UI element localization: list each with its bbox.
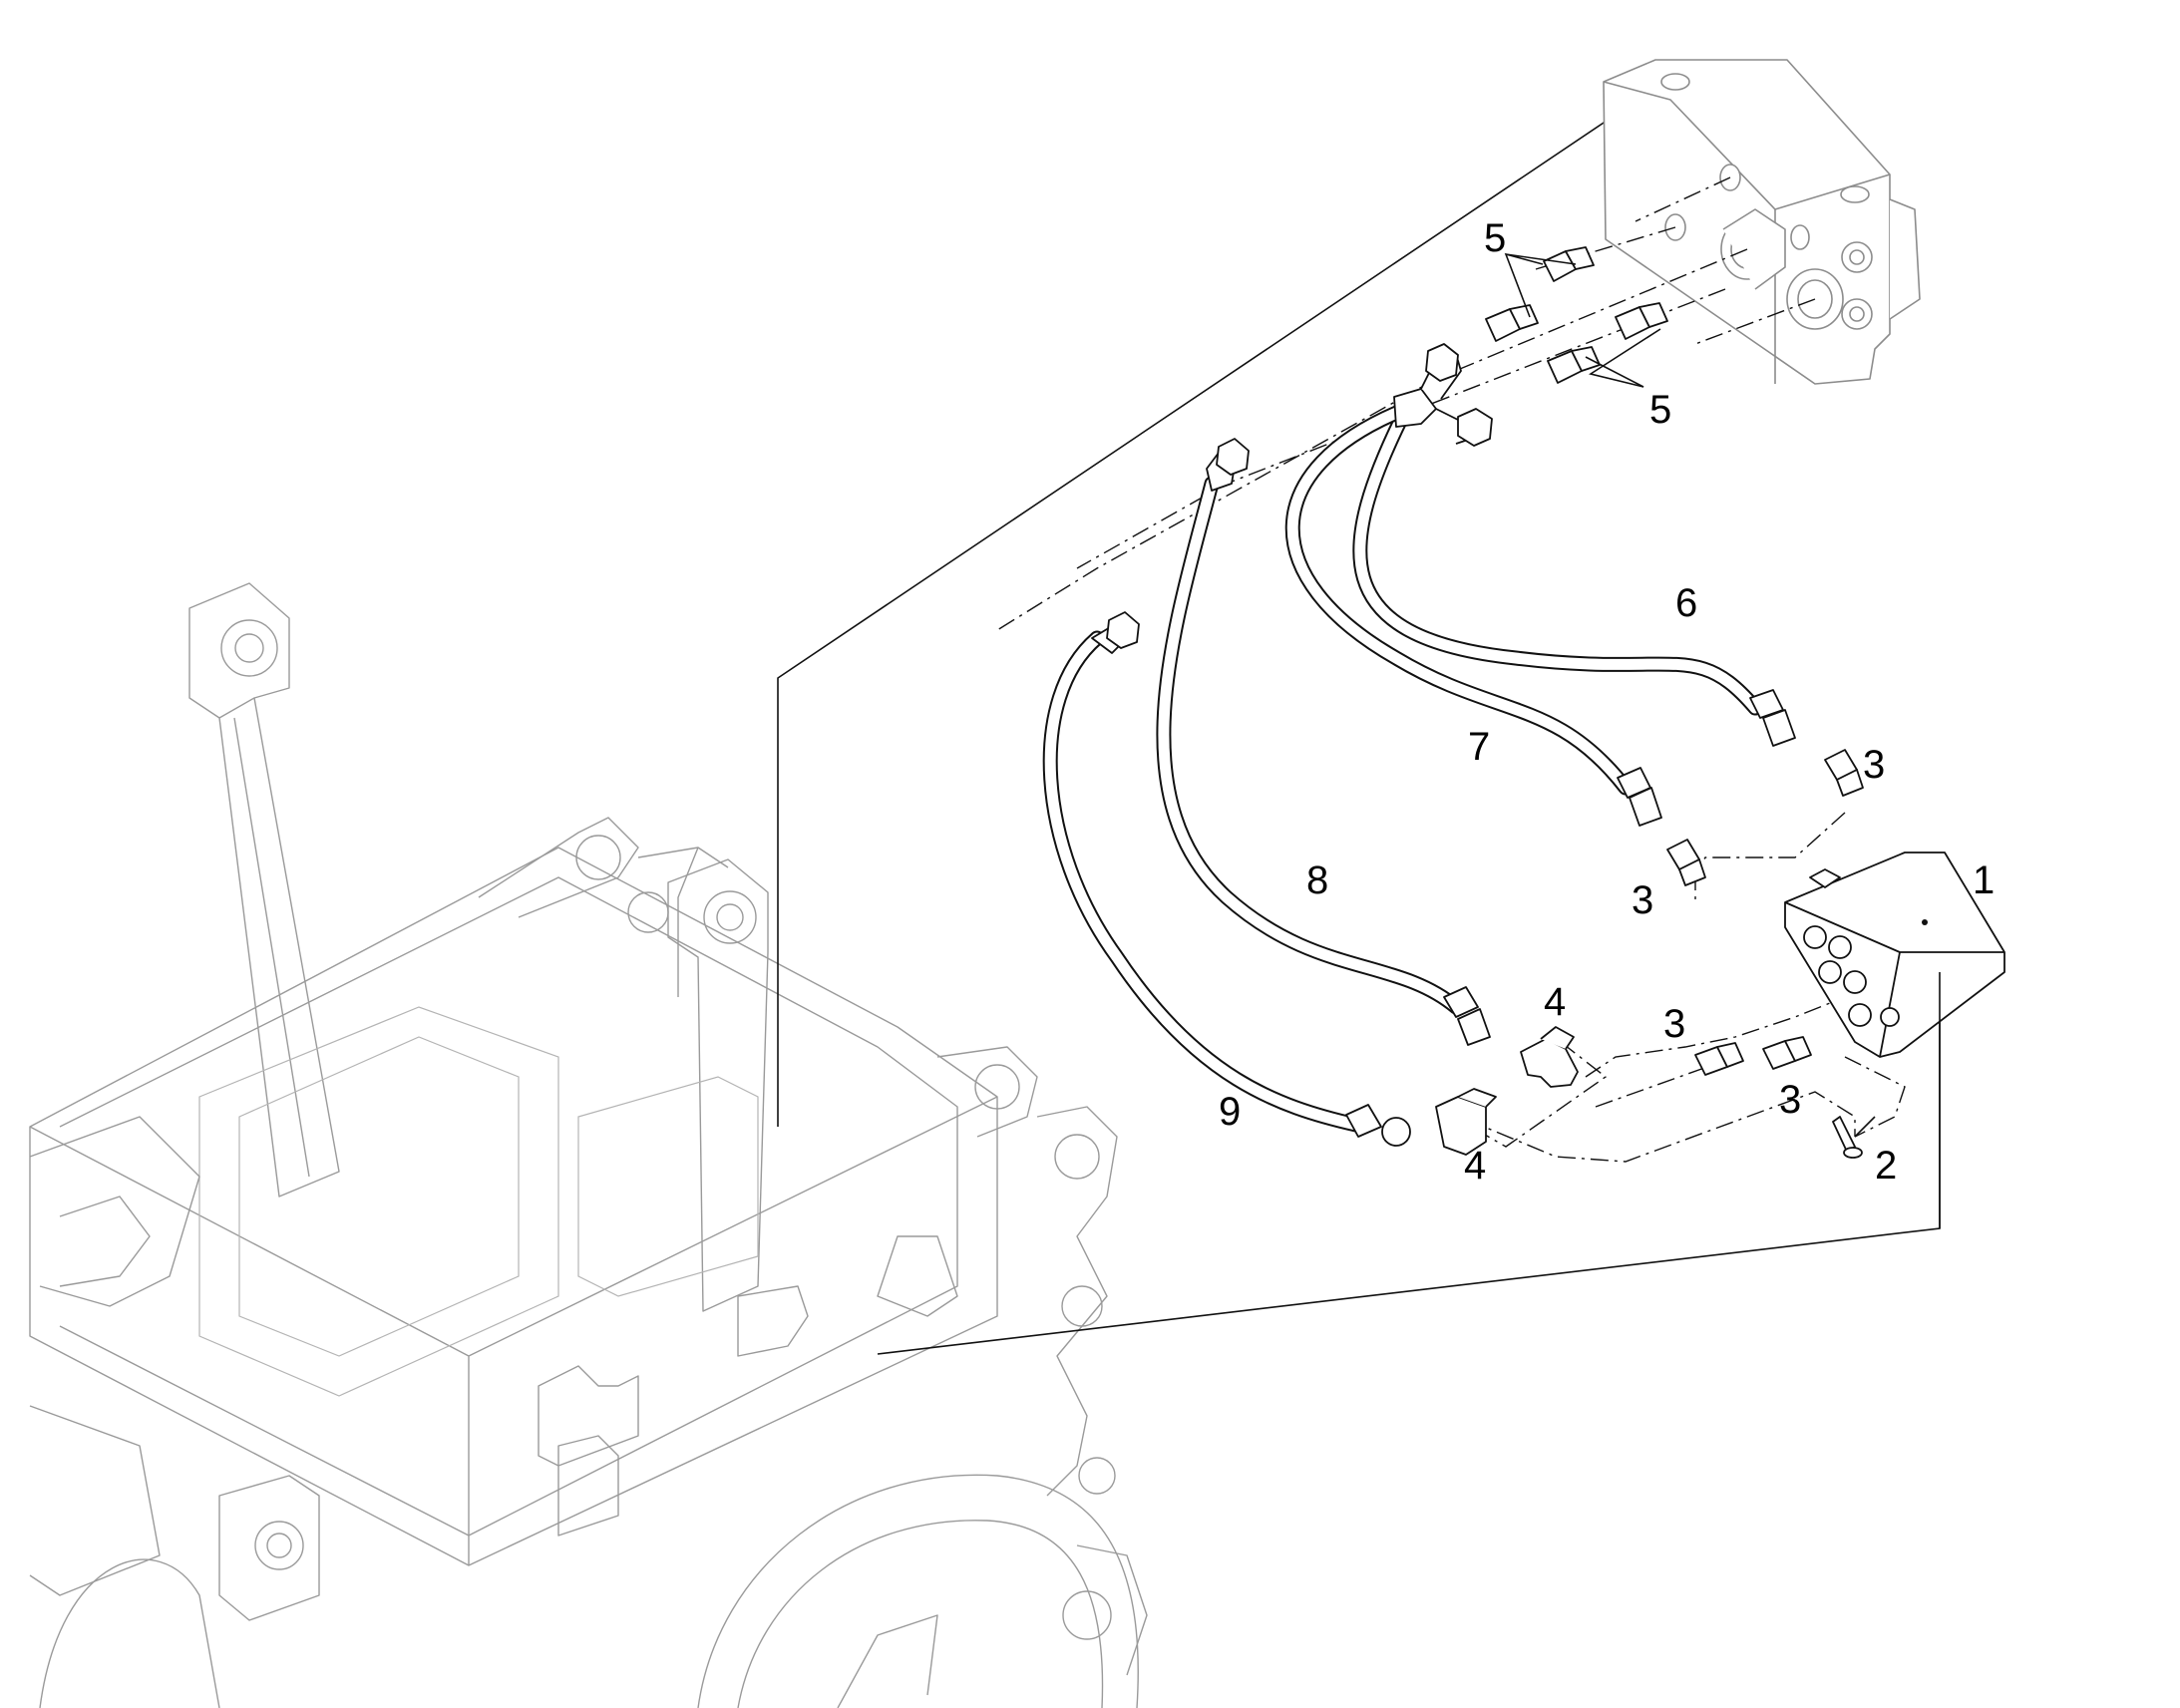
hose-fittings (1091, 343, 1796, 1147)
adapter-5-lower-right (1615, 302, 1668, 340)
adapter-3-lower-right (1762, 1036, 1812, 1070)
callout-leaders (1504, 252, 1941, 1228)
callout-3-top: 3 (1863, 743, 1885, 787)
callout-3-middle: 3 (1632, 878, 1653, 922)
callout-labels: 1 2 3 3 3 3 4 4 5 5 6 7 8 9 (1219, 216, 1995, 1188)
adapters (1435, 246, 1864, 1156)
callout-5-upper: 5 (1484, 216, 1506, 260)
callout-3-lower-left: 3 (1663, 1002, 1685, 1046)
elbow-4-lower (1435, 1088, 1497, 1156)
callout-2: 2 (1875, 1144, 1897, 1188)
callout-7: 7 (1468, 725, 1490, 769)
callout-1: 1 (1973, 858, 1995, 902)
hoses (1042, 401, 1763, 1133)
callout-9: 9 (1219, 1090, 1241, 1134)
callout-3-lower-right: 3 (1779, 1078, 1801, 1122)
manifold-block-1 (1784, 852, 2005, 1058)
machine-frame (29, 582, 1148, 1708)
callout-5-lower: 5 (1649, 388, 1671, 432)
callout-4-lower: 4 (1464, 1144, 1486, 1188)
elbow-4-upper (1520, 1026, 1579, 1088)
adapter-3-middle (1666, 839, 1706, 886)
adapter-5-upper-left (1485, 304, 1539, 342)
adapter-3-top (1824, 749, 1864, 797)
hydraulic-valve-block (1603, 59, 1921, 385)
adapter-5-lower-left (1547, 346, 1601, 384)
adapter-5-upper-right (1543, 246, 1595, 282)
adapter-3-lower-left (1694, 1042, 1744, 1076)
callout-4-upper: 4 (1544, 980, 1566, 1024)
hose-8 (1156, 476, 1464, 1015)
hose-7 (1284, 401, 1634, 796)
bolt-2 (1832, 1116, 1863, 1159)
callout-8: 8 (1306, 858, 1328, 902)
callout-6: 6 (1675, 581, 1697, 625)
